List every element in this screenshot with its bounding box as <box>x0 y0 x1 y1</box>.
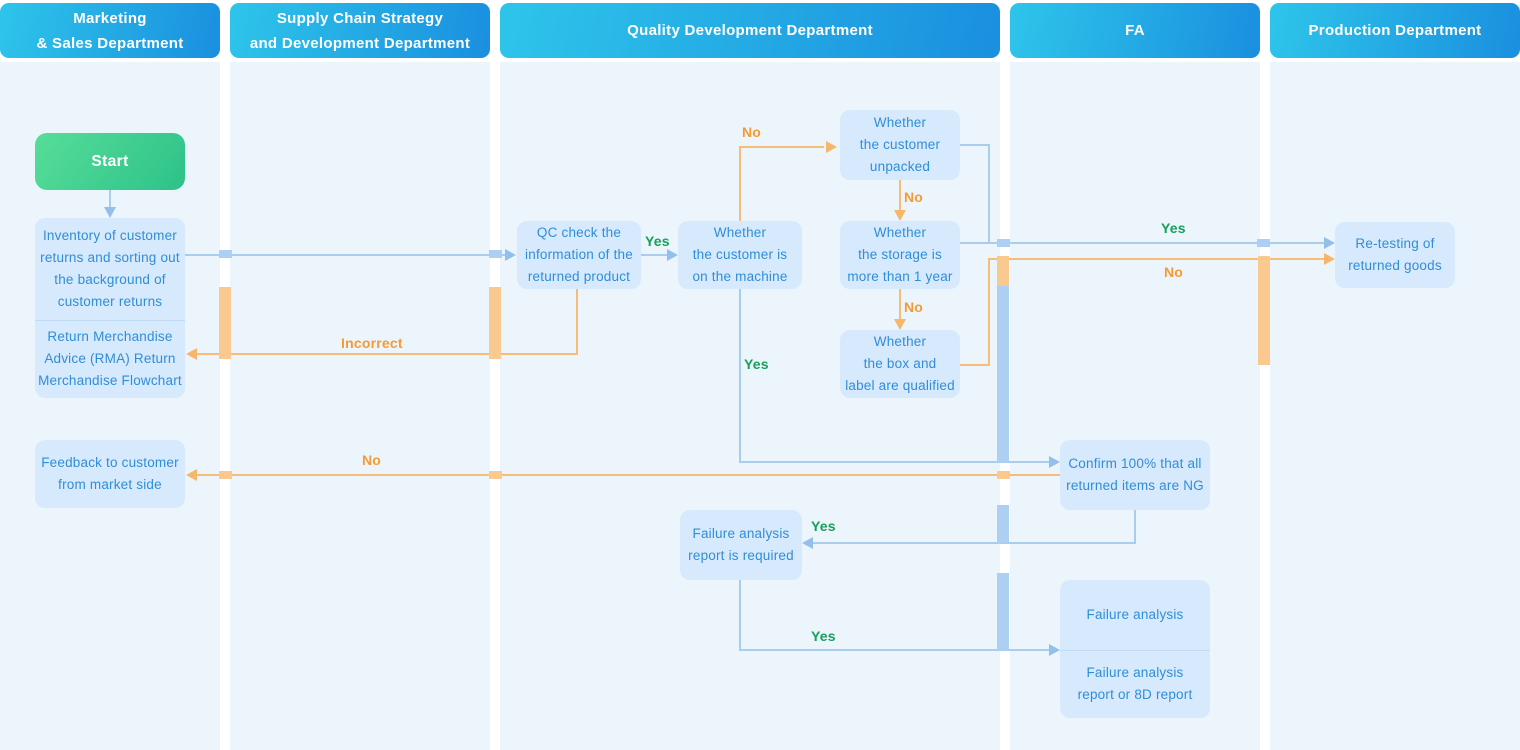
node-inventory[interactable]: Inventory of customer returns and sortin… <box>40 228 180 309</box>
gutter-bar-blue-3 <box>997 573 1009 650</box>
arrowhead-into-unpacked <box>826 141 837 153</box>
arrowhead-into-failreq <box>802 537 813 549</box>
edge-label-yes-storage-retest[interactable]: Yes <box>1161 220 1186 236</box>
gutter-bar-blue-2 <box>997 505 1009 543</box>
edge-label-no-unpacked-storage[interactable]: No <box>904 189 924 205</box>
gutter-bar-orange-3 <box>997 256 1009 286</box>
node-divider <box>35 320 185 321</box>
connector-start-to-inventory <box>109 190 111 208</box>
arrowhead-into-feedback <box>186 469 197 481</box>
edge-label-yes-machine-confirm[interactable]: Yes <box>744 356 769 372</box>
gutter-bridge-blue-1 <box>219 250 232 258</box>
edge-label-no-machine-unpacked[interactable]: No <box>742 124 762 140</box>
connector-failreq-bottom-v <box>739 580 741 651</box>
arrowhead-into-confirm <box>1049 456 1060 468</box>
connector-machine-no-to-unpacked <box>739 146 824 148</box>
connector-unpacked-no-to-storage <box>899 180 901 210</box>
arrowhead-into-fa <box>1049 644 1060 656</box>
arrowhead-into-boxlabel <box>894 319 906 330</box>
gutter-bar-orange-4 <box>1258 256 1270 365</box>
node-failure-analysis-stack[interactable]: Failure analysis Failure analysis report… <box>1060 580 1210 718</box>
edge-label-yes-confirm-failreq[interactable]: Yes <box>811 518 836 534</box>
arrowhead-into-retest-yes <box>1324 237 1335 249</box>
connector-failreq-to-fa <box>739 649 1049 651</box>
lane-header-marketing-sales[interactable]: Marketing & Sales Department <box>0 3 220 58</box>
edge-label-yes-failreq-fa[interactable]: Yes <box>811 628 836 644</box>
connector-storage-yes-to-retest <box>960 242 1324 244</box>
edge-label-no-confirm-feedback[interactable]: No <box>362 452 382 468</box>
node-failure-report-8d[interactable]: Failure analysis report or 8D report <box>1077 665 1193 702</box>
arrowhead-into-retest-no <box>1324 253 1335 265</box>
lane-supply-chain <box>230 62 490 750</box>
arrowhead-into-qc <box>505 249 516 261</box>
edge-label-no-storage-boxlabel[interactable]: No <box>904 299 924 315</box>
gutter-bar-blue-1 <box>997 286 1009 463</box>
connector-boxlabel-no-to-retest <box>988 258 1324 260</box>
node-divider <box>1060 650 1210 651</box>
gutter-bar-orange-1 <box>219 287 231 359</box>
node-confirm-100-ng[interactable]: Confirm 100% that all returned items are… <box>1060 440 1210 510</box>
arrowhead-into-rma <box>186 348 197 360</box>
node-failure-analysis[interactable]: Failure analysis <box>1086 607 1184 622</box>
edge-label-incorrect[interactable]: Incorrect <box>341 335 403 351</box>
connector-machine-yes-v <box>739 289 741 463</box>
connector-boxlabel-right-h <box>960 364 990 366</box>
connector-confirm-bottom-v <box>1134 510 1136 544</box>
connector-qc-to-machine <box>641 254 667 256</box>
connector-unpacked-right-h <box>960 144 990 146</box>
gutter-bridge-orange-1 <box>219 471 232 479</box>
connector-machine-yes-to-confirm <box>739 461 1049 463</box>
lane-header-supply-chain[interactable]: Supply Chain Strategy and Development De… <box>230 3 490 58</box>
gutter-bar-orange-2 <box>489 287 501 359</box>
connector-machine-no-v <box>739 146 741 221</box>
node-retesting[interactable]: Re-testing of returned goods <box>1335 222 1455 288</box>
node-customer-on-machine[interactable]: Whether the customer is on the machine <box>678 221 802 289</box>
gutter-bridge-blue-2 <box>489 250 502 258</box>
connector-qc-incorrect-v <box>576 289 578 355</box>
connector-unpacked-right-v <box>988 144 990 244</box>
lane-header-production[interactable]: Production Department <box>1270 3 1520 58</box>
connector-confirm-no-to-feedback <box>197 474 1060 476</box>
node-feedback[interactable]: Feedback to customer from market side <box>35 440 185 508</box>
node-box-label-qualified[interactable]: Whether the box and label are qualified <box>840 330 960 398</box>
edge-label-no-boxlabel-retest[interactable]: No <box>1164 264 1184 280</box>
connector-boxlabel-right-v <box>988 258 990 366</box>
node-rma[interactable]: Return Merchandise Advice (RMA) Return M… <box>38 329 182 388</box>
connector-inventory-to-qc <box>185 254 505 256</box>
lane-production <box>1270 62 1520 750</box>
connector-confirm-to-failreq <box>813 542 1136 544</box>
node-start[interactable]: Start <box>35 133 185 190</box>
node-inventory-rma-stack[interactable]: Inventory of customer returns and sortin… <box>35 218 185 398</box>
node-customer-unpacked[interactable]: Whether the customer unpacked <box>840 110 960 180</box>
gutter-bridge-orange-3 <box>997 471 1010 479</box>
arrowhead-into-storage <box>894 210 906 221</box>
lane-header-fa[interactable]: FA <box>1010 3 1260 58</box>
arrowhead-into-machine <box>667 249 678 261</box>
arrowhead-into-inventory <box>104 207 116 218</box>
connector-storage-no-to-boxlabel <box>899 289 901 319</box>
gutter-bridge-blue-4 <box>1257 239 1270 247</box>
node-storage-more-than-1-year[interactable]: Whether the storage is more than 1 year <box>840 221 960 289</box>
node-failure-report-required[interactable]: Failure analysis report is required <box>680 510 802 580</box>
connector-qc-incorrect-to-rma <box>197 353 578 355</box>
gutter-bridge-orange-2 <box>489 471 502 479</box>
node-qc-check[interactable]: QC check the information of the returned… <box>517 221 641 289</box>
lane-header-quality-development[interactable]: Quality Development Department <box>500 3 1000 58</box>
gutter-bridge-blue-3 <box>997 239 1010 247</box>
edge-label-yes-qc-machine[interactable]: Yes <box>645 233 670 249</box>
